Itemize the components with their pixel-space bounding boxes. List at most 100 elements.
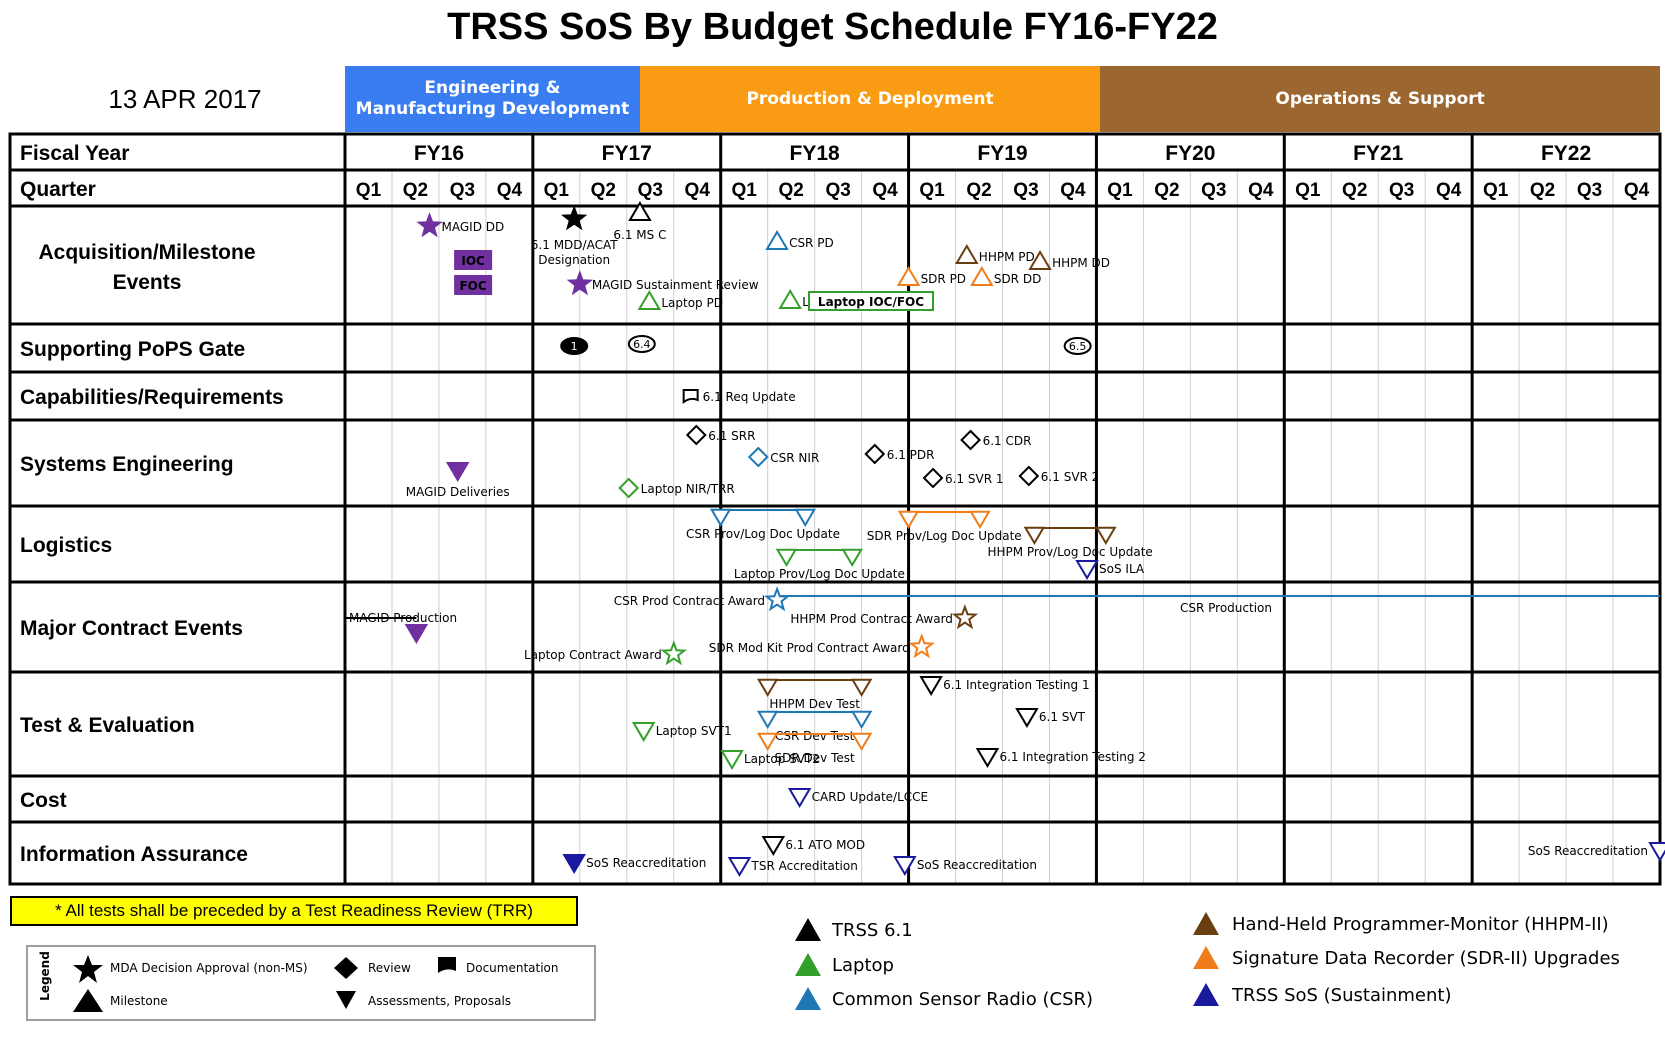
- event-box-13-label: Laptop IOC/FOC: [818, 295, 924, 309]
- event-star-0-label: MAGID DD: [442, 220, 505, 234]
- event-dtriangle-45: [562, 854, 586, 874]
- event-oval-15: [627, 335, 656, 353]
- legend-review-icon: [334, 957, 358, 979]
- row-label-5: Major Contract Events: [20, 617, 243, 640]
- row-label-0: Acquisition/Milestone: [38, 241, 255, 264]
- event-triangle-9-label: SDR PD: [921, 272, 967, 286]
- key-trss61-icon: [795, 918, 821, 941]
- quarter-tick-FY16-Q2: Q2: [403, 180, 428, 201]
- event-dtriangle-44-label: CARD Update/LCCE: [812, 790, 929, 804]
- event-triangle-9: [896, 266, 921, 286]
- quarter-tick-FY22-Q4: Q4: [1624, 180, 1650, 201]
- event-dtriangle-44: [787, 788, 812, 808]
- event-dtriangle-18-label: MAGID Deliveries: [406, 485, 510, 499]
- year-label-FY19: FY19: [977, 142, 1027, 165]
- year-label-FY20: FY20: [1165, 142, 1215, 165]
- event-doc-17-label: 6.1 Req Update: [703, 390, 796, 404]
- event-range-27-end: [841, 548, 863, 567]
- event-box-1-label: IOC: [461, 254, 485, 268]
- quarter-tick-FY19-Q4: Q4: [1060, 180, 1086, 201]
- event-star-34-label: SDR Mod Kit Prod Contract Award: [709, 641, 910, 655]
- event-dtriangle-39-label: Laptop SVT1: [656, 724, 732, 738]
- legend-star-icon: [73, 955, 103, 983]
- event-triangle-4-label: 6.1 MS C: [613, 228, 666, 242]
- quarter-tick-FY16-Q1: Q1: [356, 180, 382, 201]
- event-dtriangle-31: [404, 624, 429, 644]
- legend-item-milestone: Milestone: [110, 994, 168, 1008]
- event-range-29-start: [1023, 526, 1046, 545]
- quarter-tick-FY20-Q2: Q2: [1154, 180, 1179, 201]
- legend-shapes: [73, 955, 456, 1012]
- phase-band-0: Engineering & Manufacturing Development: [345, 66, 640, 132]
- event-range-38-start: [756, 732, 779, 751]
- year-label-FY22: FY22: [1541, 142, 1591, 165]
- key-laptop: Laptop: [832, 955, 894, 976]
- key-hhpm-icon: [1193, 912, 1219, 935]
- key-sustainment-icon: [1193, 983, 1219, 1006]
- event-star-3: [560, 205, 588, 231]
- event-star-35-label: Laptop Contract Award: [524, 648, 662, 662]
- year-label-FY17: FY17: [602, 142, 652, 165]
- quarter-tick-FY16-Q3: Q3: [450, 180, 475, 201]
- event-star-35: [660, 640, 687, 666]
- key-csr: Common Sensor Radio (CSR): [832, 989, 1094, 1010]
- event-box-13: [808, 291, 934, 311]
- legend-box: Legend MDA Decision Approval (non-MS) Mi…: [26, 945, 596, 1021]
- event-dtriangle-40-label: Laptop SVT2: [744, 752, 820, 766]
- quarter-tick-FY20-Q4: Q4: [1248, 180, 1274, 201]
- event-oval-16-label: 6.5: [1069, 340, 1087, 353]
- row-label-3: Systems Engineering: [20, 453, 234, 476]
- event-dtriangle-42-label: 6.1 SVT: [1039, 710, 1086, 724]
- event-dtriangle-49: [1648, 842, 1665, 862]
- event-dtriangle-18: [445, 462, 470, 482]
- event-dtriangle-49-label: SoS Reaccreditation: [1528, 844, 1648, 858]
- quarter-tick-FY17-Q1: Q1: [544, 180, 570, 201]
- event-star-33-label: HHPM Prod Contract Award: [790, 612, 953, 626]
- year-label-FY18: FY18: [790, 142, 841, 165]
- event-range-27-label: Laptop Prov/Log Doc Update: [734, 567, 905, 581]
- year-label-FY21: FY21: [1353, 142, 1404, 165]
- event-diamond-23: [960, 429, 981, 451]
- event-star-5-label: MAGID Sustainment Review: [592, 278, 759, 292]
- event-star-33: [951, 604, 979, 630]
- event-range-29-label: HHPM Prov/Log Doc Update: [987, 545, 1152, 559]
- quarter-tick-FY17-Q3: Q3: [638, 180, 663, 201]
- event-range-36-start: [756, 678, 779, 697]
- quarter-tick-FY22-Q3: Q3: [1577, 180, 1602, 201]
- event-dtriangle-39: [631, 722, 656, 742]
- event-triangle-6-label: Laptop PD: [661, 296, 723, 310]
- event-range-29-end: [1095, 526, 1117, 545]
- event-dtriangle-46-label: 6.1 ATO MOD: [785, 838, 865, 852]
- event-star-5: [566, 270, 594, 296]
- event-dtriangle-40: [720, 750, 744, 770]
- event-oval-14: [560, 337, 589, 355]
- legend-item-documentation: Documentation: [466, 961, 559, 975]
- key-hhpm: Hand-Held Programmer-Monitor (HHPM-II): [1232, 914, 1609, 935]
- timeline-label-0: CSR Production: [1180, 601, 1272, 615]
- event-range-27-start: [775, 548, 798, 567]
- event-triangle-11: [955, 244, 979, 264]
- row-label-0: Events: [113, 271, 182, 294]
- key-laptop-icon: [795, 953, 821, 976]
- quarter-tick-FY18-Q1: Q1: [732, 180, 758, 201]
- event-doc-17: [682, 389, 699, 404]
- year-label-FY16: FY16: [414, 142, 464, 165]
- event-dtriangle-46: [761, 836, 786, 856]
- fiscal-year-label: Fiscal Year: [20, 142, 129, 165]
- event-diamond-24-label: 6.1 SVR 1: [945, 472, 1004, 486]
- event-star-34: [908, 633, 935, 659]
- event-diamond-22-label: 6.1 PDR: [887, 448, 935, 462]
- event-range-36-end: [850, 678, 873, 697]
- legend-milestone-icon: [73, 989, 103, 1012]
- key-trss61: TRSS 6.1: [832, 920, 913, 941]
- event-diamond-19-label: 6.1 SRR: [708, 429, 755, 443]
- event-diamond-22: [864, 443, 886, 465]
- row-label-6: Test & Evaluation: [20, 714, 195, 737]
- quarter-tick-FY22-Q2: Q2: [1530, 180, 1555, 201]
- table-border: [8, 132, 1662, 886]
- event-dtriangle-43-label: 6.1 Integration Testing 2: [999, 750, 1145, 764]
- quarter-tick-FY18-Q3: Q3: [825, 180, 850, 201]
- event-dtriangle-45-label: SoS Reaccreditation: [586, 856, 706, 870]
- report-date: 13 APR 2017: [108, 84, 262, 114]
- event-triangle-10: [970, 266, 994, 286]
